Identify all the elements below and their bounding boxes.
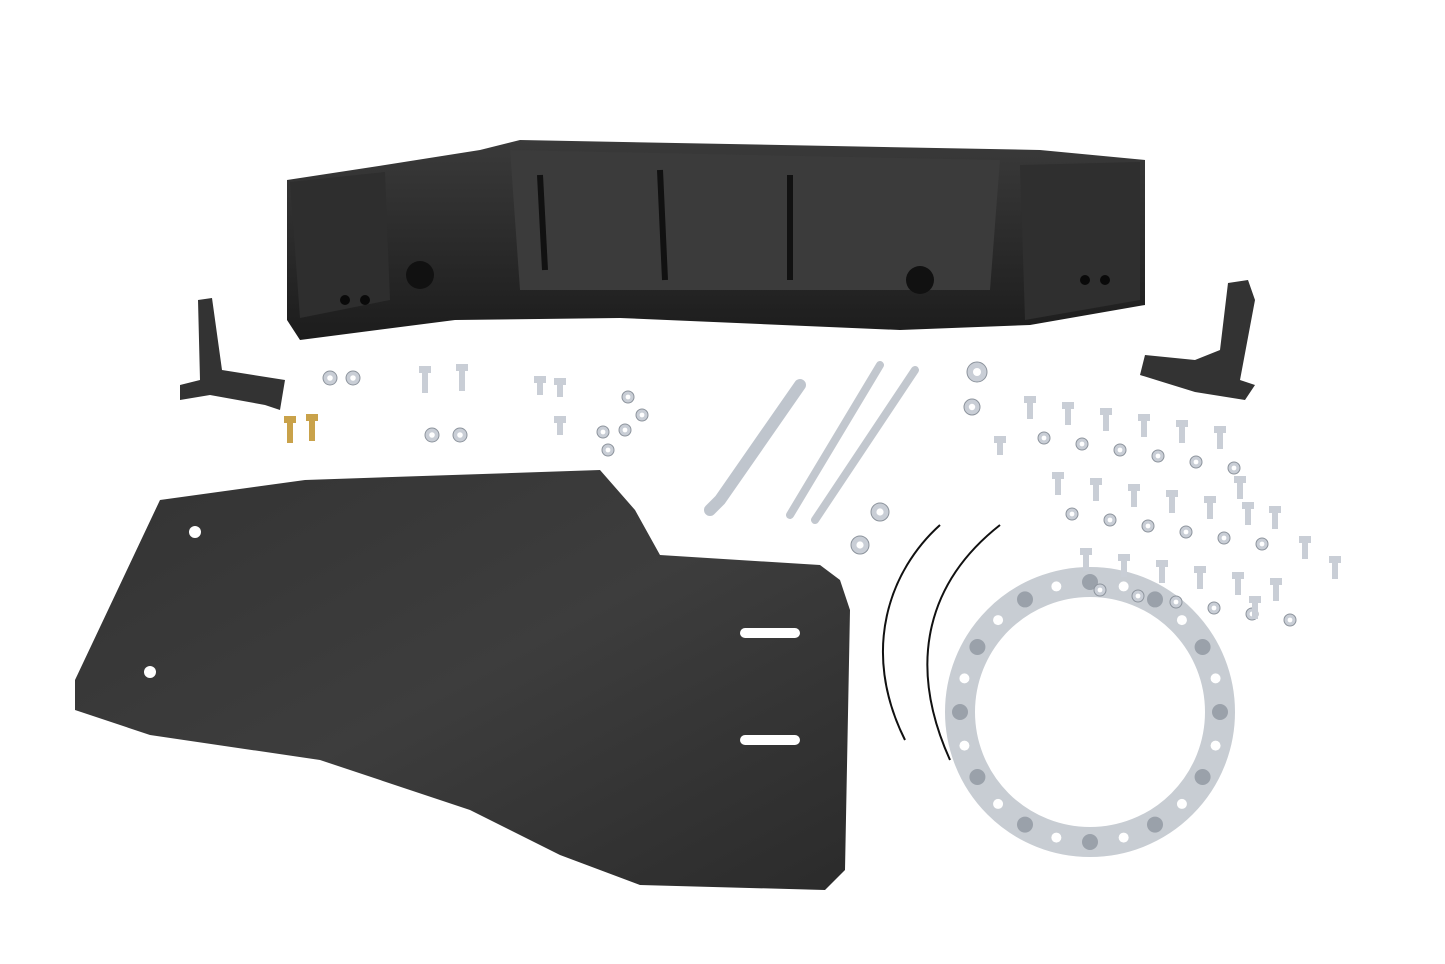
mounting-ring [945,567,1235,857]
right-mount-bracket [1140,280,1255,400]
bolt [1329,556,1341,579]
ring-hole [1082,574,1098,590]
ring-hole [1017,816,1033,833]
bolt [1232,572,1244,595]
bolt [1194,566,1206,589]
bolt [554,416,566,435]
bolt [284,416,296,443]
bolt [1090,478,1102,501]
bolt [1269,506,1281,529]
ring-hole [993,798,1004,809]
bolt [554,378,566,397]
crossmember [287,140,1145,340]
hardware-long-bolts [704,361,919,524]
bolt [1052,472,1064,495]
bolt [306,414,318,441]
bolt [1100,408,1112,431]
ring-hole [952,704,968,720]
bolt [994,436,1006,455]
ring-hole [1194,639,1211,655]
ring-hole [1147,816,1163,833]
ring-hole [1194,769,1211,785]
ring-hole [969,769,986,785]
bolt [1299,536,1311,559]
ring-hole [993,615,1004,626]
bolt [1242,502,1254,525]
bolt [456,364,468,391]
skid-plate [75,470,850,890]
ring-hole [1051,832,1062,843]
ring-hole [1118,832,1129,843]
bolt [1234,476,1246,499]
bolt [1176,420,1188,443]
ring-hole [1017,591,1033,608]
ring-hole [1118,581,1129,592]
ring-hole [1147,591,1163,608]
bolt [1270,578,1282,601]
bolt [1156,560,1168,583]
ring-hole [1212,704,1228,720]
left-mount-bracket [180,298,285,410]
ring-hole [969,639,986,655]
cable-ties [882,524,1001,761]
ring-hole [1051,581,1062,592]
ring-hole [1176,798,1187,809]
bolt [1128,484,1140,507]
bolt [1204,496,1216,519]
bolt [1080,548,1092,571]
bolt [1118,554,1130,577]
ring-hole [1210,673,1221,684]
bolt [1249,596,1261,619]
ring-hole [959,673,970,684]
bolt [534,376,546,395]
bolt [1062,402,1074,425]
bolt [1214,426,1226,449]
bolt [1166,490,1178,513]
bolt [419,366,431,393]
bolt [1024,396,1036,419]
ring-hole [1082,834,1098,850]
ring-hole [1176,615,1187,626]
bolt [1138,414,1150,437]
small-hardware [284,361,1341,627]
ring-hole [1210,740,1221,751]
ring-hole [959,740,970,751]
